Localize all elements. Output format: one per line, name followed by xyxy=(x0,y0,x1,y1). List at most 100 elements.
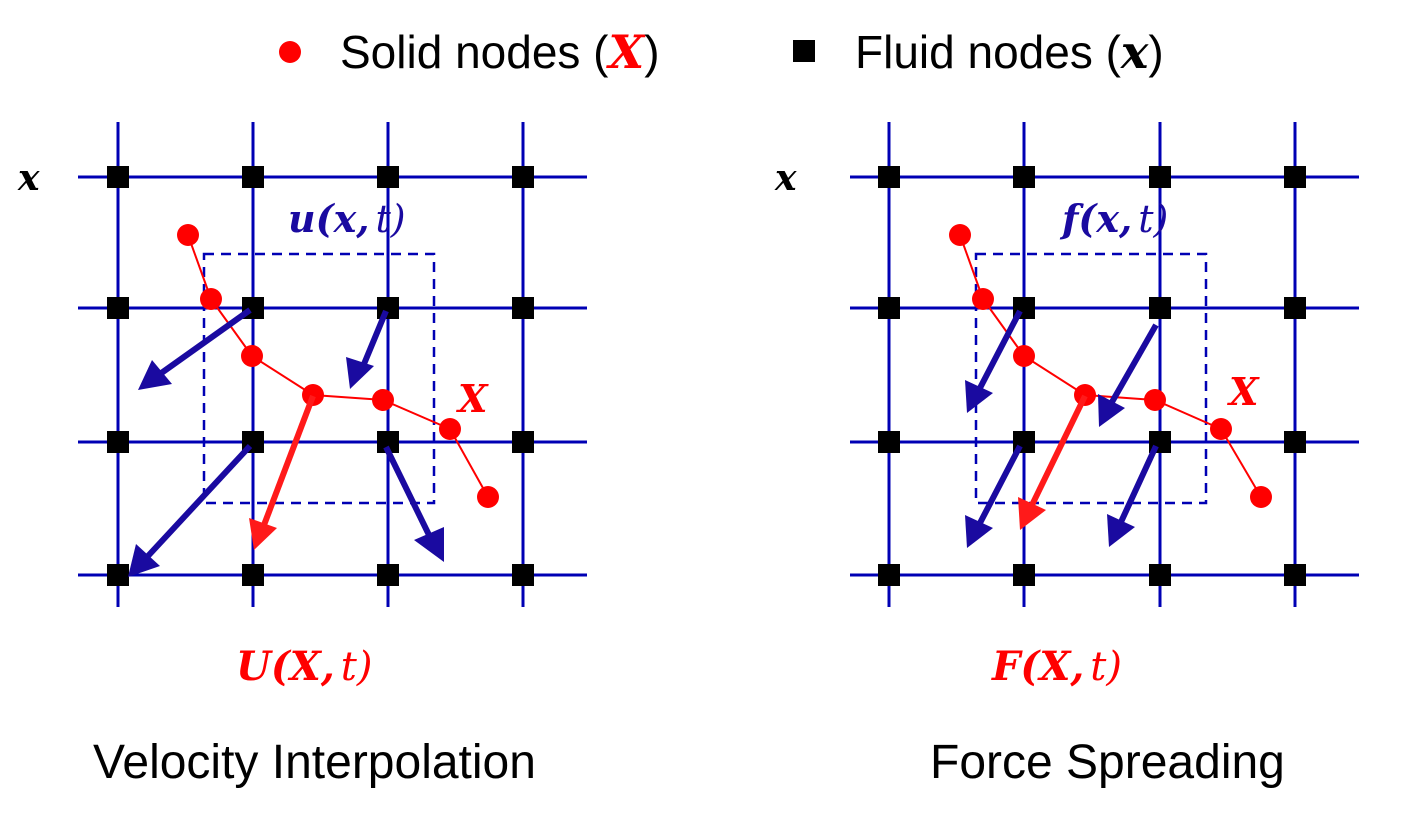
force-arrow-shaft xyxy=(977,309,1023,390)
solid-force-arrow-head xyxy=(1018,497,1046,530)
fluid-node xyxy=(1149,564,1171,586)
fluid-node xyxy=(377,166,399,188)
fluid-node xyxy=(1284,564,1306,586)
fluid-node xyxy=(1013,564,1035,586)
solid-field-name: F(X, xyxy=(991,643,1084,690)
solid-node xyxy=(1013,345,1035,367)
fluid-field-label: f(x,t) xyxy=(1059,196,1168,241)
solid-nodes xyxy=(949,224,1272,508)
force-arrow-head xyxy=(965,515,993,548)
velocity-arrow-shaft xyxy=(145,443,253,559)
fluid-node xyxy=(878,166,900,188)
force-arrow-shaft xyxy=(977,444,1023,525)
legend-fluid-close: ) xyxy=(1148,26,1163,78)
legend-fluid-label: Fluid nodes ( xyxy=(855,26,1122,78)
force-arrow-head xyxy=(1098,394,1125,427)
panel-caption: Velocity Interpolation xyxy=(93,736,536,789)
grid-label: x xyxy=(774,157,797,199)
fluid-field-name: u(x, xyxy=(288,196,370,241)
solid-boundary-line xyxy=(187,234,489,498)
solid-field-label: U(X,t) xyxy=(236,643,372,690)
fluid-node xyxy=(512,166,534,188)
fluid-field-label: u(x,t) xyxy=(288,196,406,241)
force-arrow-head xyxy=(1107,514,1135,547)
fluid-node xyxy=(1149,166,1171,188)
solid-force-arrow-shaft xyxy=(1029,394,1088,507)
solid-boundary-line xyxy=(959,234,1262,498)
solid-node-label: X xyxy=(456,376,489,421)
solid-node xyxy=(439,418,461,440)
force-arrow-shaft xyxy=(1118,444,1159,524)
fluid-force-arrows xyxy=(965,309,1159,548)
grid-label: x xyxy=(17,157,40,199)
fluid-node xyxy=(1284,166,1306,188)
velocity-arrow-head xyxy=(138,360,172,390)
fluid-node xyxy=(107,564,129,586)
solid-node xyxy=(1250,486,1272,508)
fluid-field-time: t) xyxy=(1138,197,1168,241)
force-arrow-shaft xyxy=(1109,323,1159,404)
legend-fluid-symbol: x xyxy=(1120,25,1149,79)
fluid-node xyxy=(107,297,129,319)
fluid-grid-lines xyxy=(850,122,1359,607)
solid-node-legend-marker xyxy=(279,41,301,63)
panel-caption: Force Spreading xyxy=(930,736,1285,789)
fluid-node xyxy=(242,564,264,586)
solid-field-name: U(X, xyxy=(236,643,335,690)
legend-solid-label: Solid nodes ( xyxy=(340,26,609,78)
legend-solid-text: Solid nodes (X) xyxy=(340,25,660,79)
velocity-arrow-head xyxy=(414,527,444,562)
fluid-node xyxy=(107,166,129,188)
solid-velocity-arrow-shaft xyxy=(261,394,316,527)
interpolation-support-box xyxy=(202,252,436,505)
solid-velocity-arrow-head xyxy=(249,518,277,550)
velocity-arrow-shaft xyxy=(361,309,389,366)
fluid-node xyxy=(878,564,900,586)
velocity-arrow-head xyxy=(128,544,160,577)
solid-node-label: X xyxy=(1227,369,1260,414)
fluid-node xyxy=(512,297,534,319)
fluid-node xyxy=(878,431,900,453)
fluid-node xyxy=(878,297,900,319)
solid-node xyxy=(241,345,263,367)
solid-node xyxy=(302,384,324,406)
solid-field-label: F(X,t) xyxy=(991,643,1122,690)
solid-nodes xyxy=(177,224,499,508)
fluid-node xyxy=(377,564,399,586)
fluid-field-name: f(x, xyxy=(1059,196,1132,241)
solid-node xyxy=(200,288,222,310)
fluid-node xyxy=(1284,431,1306,453)
force-arrow-head xyxy=(965,380,993,413)
velocity-arrow-shaft xyxy=(158,307,252,377)
panel-force-spreading: x f(x,t) X F(X,t) Force Spreading xyxy=(774,122,1359,789)
legend-solid-symbol: X xyxy=(606,25,647,79)
fluid-field-time: t) xyxy=(376,197,406,241)
solid-node xyxy=(477,486,499,508)
solid-field-time: t) xyxy=(341,644,373,690)
velocity-arrow-head xyxy=(346,357,374,389)
fluid-node xyxy=(1284,297,1306,319)
fluid-node xyxy=(107,431,129,453)
velocity-arrow-shaft xyxy=(383,445,432,537)
solid-node xyxy=(1144,389,1166,411)
legend-fluid-text: Fluid nodes (x) xyxy=(855,25,1164,79)
fluid-node xyxy=(377,431,399,453)
solid-node xyxy=(949,224,971,246)
solid-field-time: t) xyxy=(1090,644,1122,690)
fluid-node xyxy=(512,431,534,453)
fluid-node-legend-marker xyxy=(793,40,815,62)
solid-node xyxy=(372,389,394,411)
solid-node xyxy=(972,288,994,310)
fluid-node xyxy=(512,564,534,586)
fluid-node xyxy=(1013,166,1035,188)
fluid-node xyxy=(242,166,264,188)
fluid-node xyxy=(377,297,399,319)
fluid-node xyxy=(1149,297,1171,319)
legend: Solid nodes (X) Fluid nodes (x) xyxy=(279,25,1164,79)
solid-node xyxy=(1210,418,1232,440)
panel-velocity-interpolation: x u(x,t) X U(X,t) Velocity Interpolation xyxy=(17,122,587,789)
fluid-velocity-arrows xyxy=(128,307,444,577)
solid-node xyxy=(177,224,199,246)
legend-solid-close: ) xyxy=(644,26,659,78)
